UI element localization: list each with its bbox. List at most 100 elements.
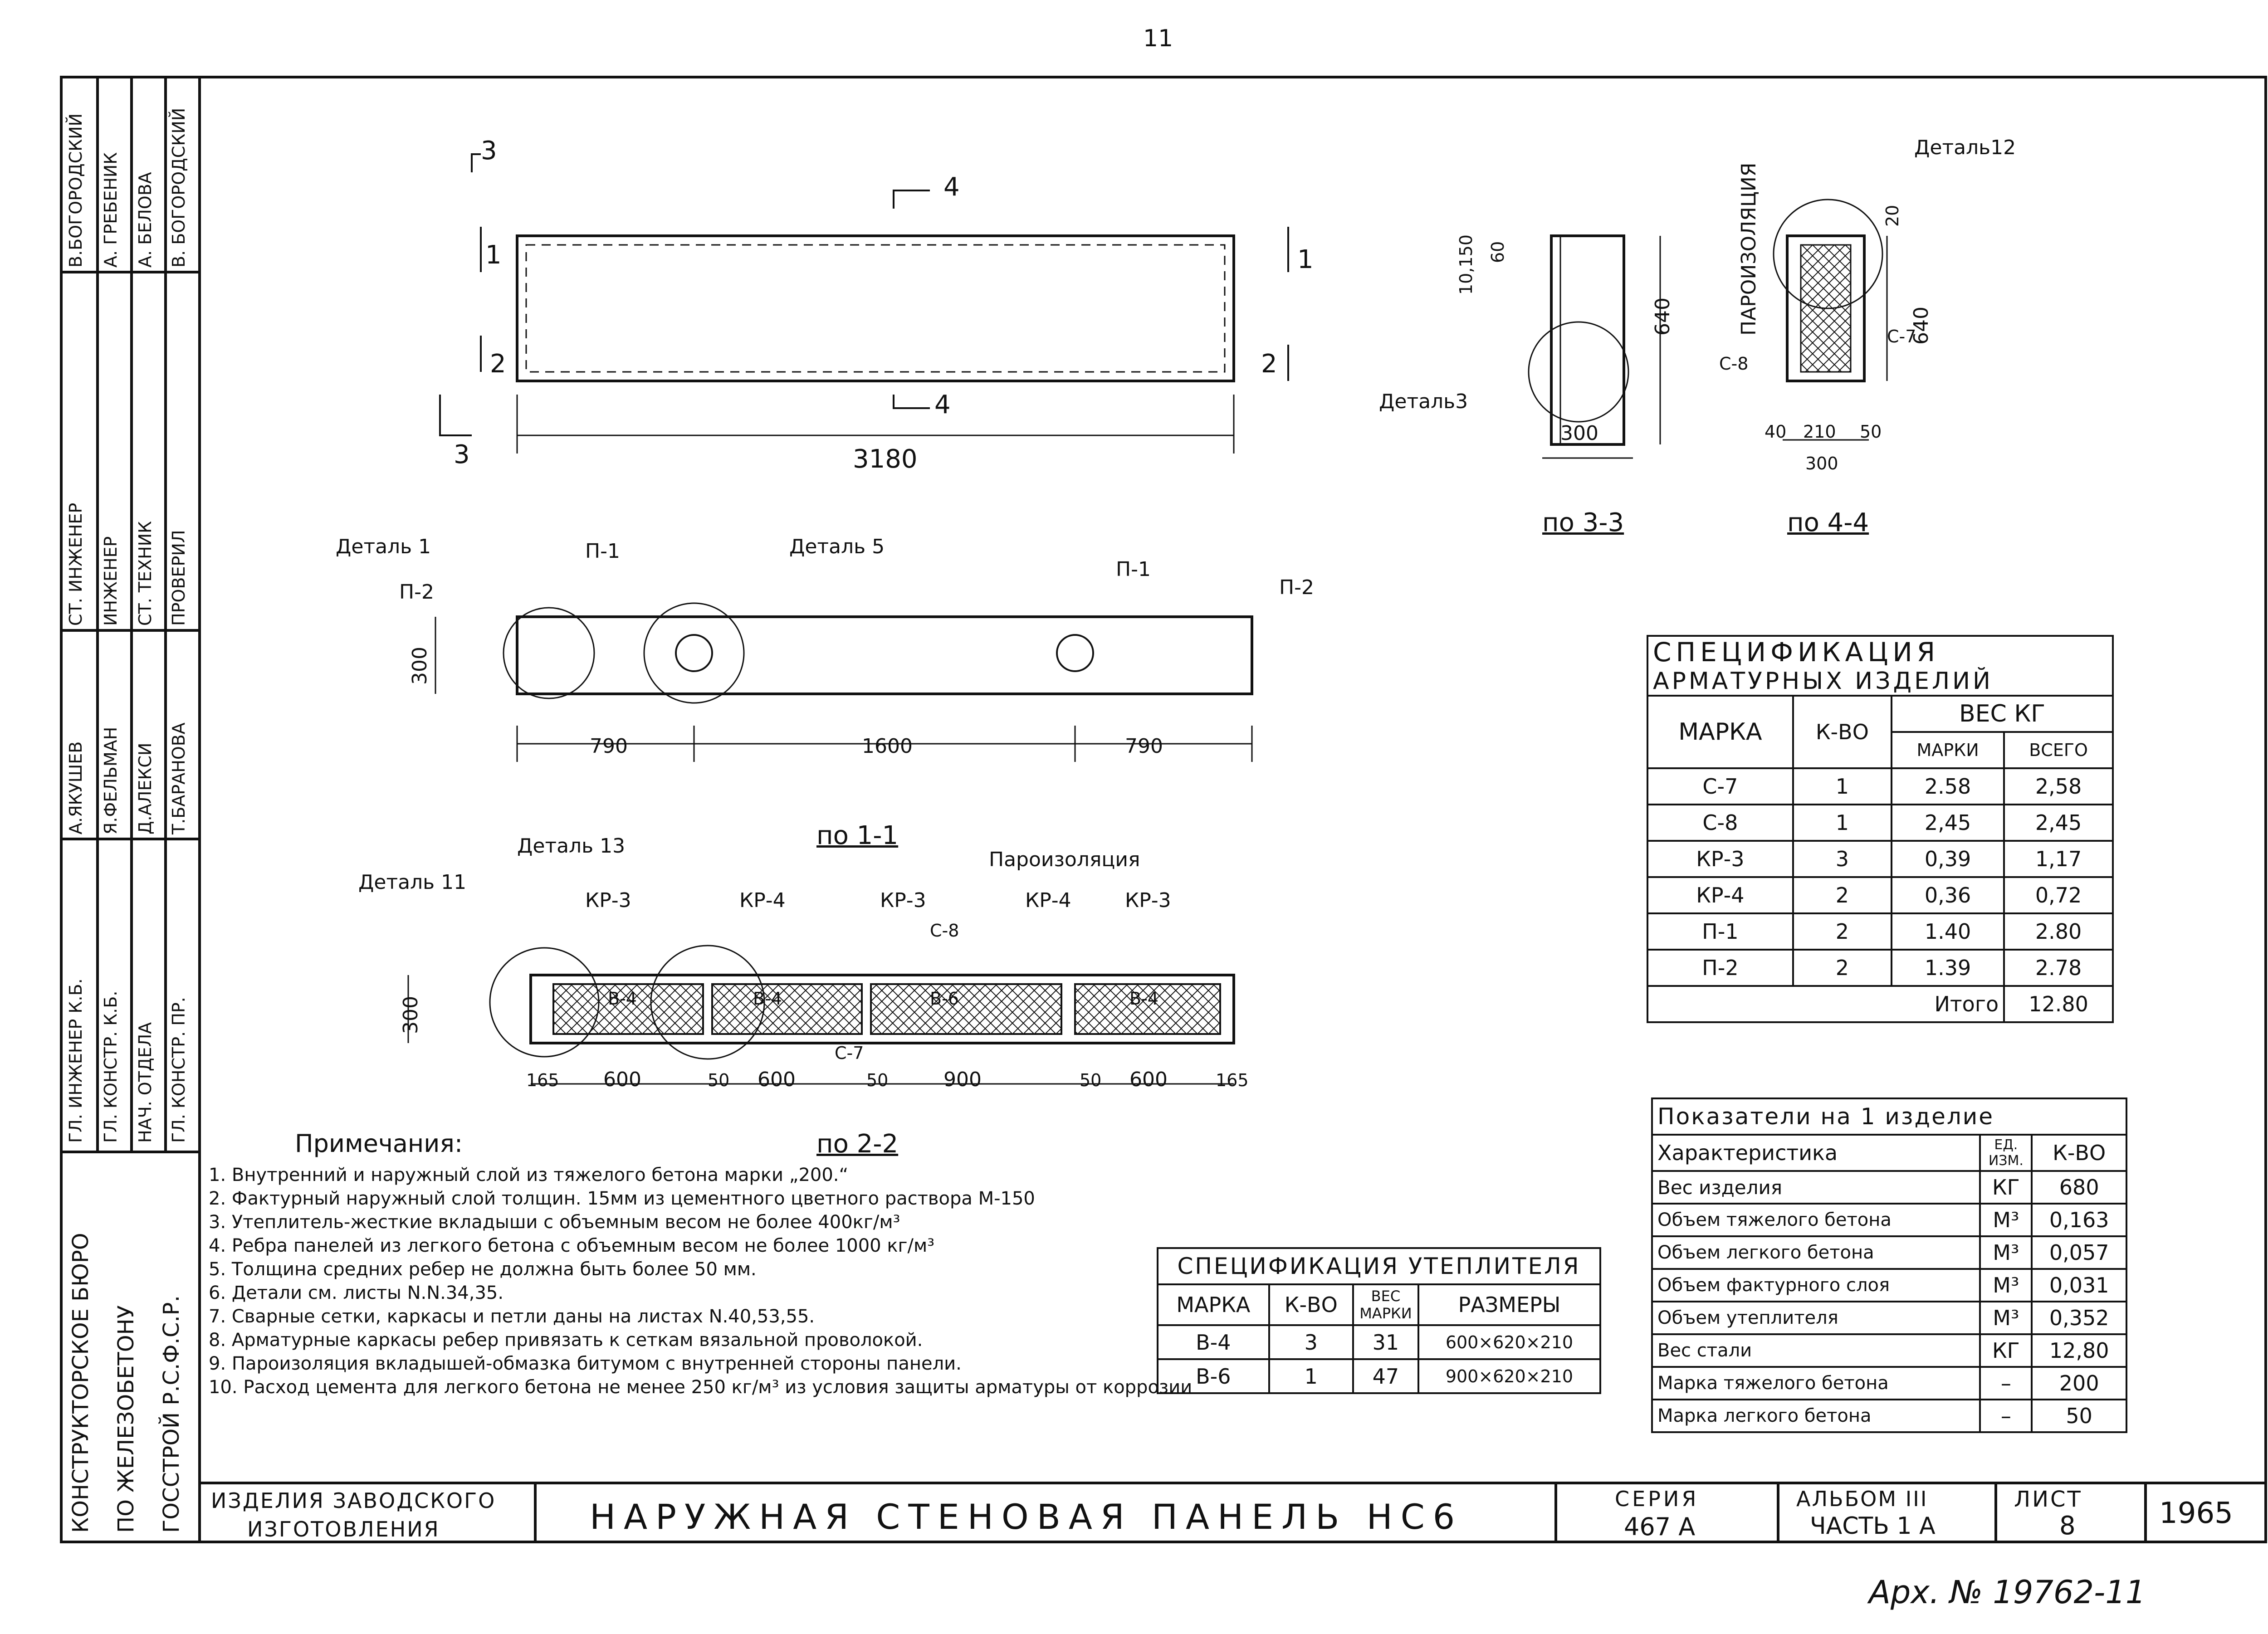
cell: 200 [2031, 1366, 2127, 1400]
cell: 31 [1352, 1324, 1419, 1360]
cut-3-top: 3 [481, 136, 497, 166]
kr3-label-2: КР-3 [880, 889, 926, 912]
sheet-value: 8 [2059, 1511, 2076, 1541]
cell: С-7 [1647, 767, 1794, 805]
kr3-label-3: КР-3 [1125, 889, 1171, 912]
note-10: 10. Расход цемента для легкого бетона не… [209, 1377, 1193, 1398]
cell: М³ [1979, 1301, 2033, 1335]
c7-label-44: С-7 [1887, 327, 1916, 346]
album-label: АЛЬБОМ III [1796, 1487, 1928, 1511]
dim-33-w: 300 [1560, 422, 1598, 445]
note-5: 5. Толщина средних ребер не должна быть … [209, 1259, 757, 1280]
detail-13-label: Деталь 13 [517, 834, 626, 858]
name-right-3: А. БЕЛОВА [135, 172, 155, 268]
spec-insulation-header-mark: МАРКА [1157, 1283, 1270, 1326]
cell: Объем утеплителя [1651, 1301, 1981, 1335]
dim-790-left: 790 [590, 735, 628, 758]
b4-label-3: В-4 [1129, 989, 1158, 1009]
cell: 0,39 [1891, 840, 2005, 878]
detail-1-label: Деталь 1 [336, 535, 431, 558]
cell: – [1979, 1366, 2033, 1400]
spec-insulation-table: СПЕЦИФИКАЦИЯ УТЕПЛИТЕЛЯ МАРКА К-ВО ВЕС М… [1157, 1247, 1602, 1394]
c7-label-22: С-7 [835, 1043, 864, 1063]
archive-number: Арх. № 19762-11 [1869, 1574, 2146, 1611]
cell: Марка легкого бетона [1651, 1399, 1981, 1433]
cell: 0,352 [2031, 1301, 2127, 1335]
cut-3-bottom: 3 [454, 440, 470, 469]
spec-insulation-header-size: РАЗМЕРЫ [1417, 1283, 1602, 1326]
dim-44-40: 40 [1765, 422, 1787, 442]
cell: 1 [1268, 1358, 1354, 1394]
dim-22-6: 900 [943, 1068, 982, 1091]
dim-22-9: 165 [1216, 1070, 1249, 1090]
spec-armature-header-weight: ВЕС КГ [1891, 695, 2114, 733]
spec-armature-header-qty: К-ВО [1792, 695, 1893, 769]
dim-790-right: 790 [1125, 735, 1163, 758]
note-9: 9. Пароизоляция вкладышей-обмазка битумо… [209, 1353, 962, 1374]
dim-33-60: 60 [1488, 241, 1508, 263]
detail-5-label: Деталь 5 [789, 535, 885, 558]
category-line-1: ИЗДЕЛИЯ ЗАВОДСКОГО [211, 1488, 496, 1513]
notes-list: 1. Внутренний и наружный слой из тяжелог… [209, 1163, 1551, 1399]
dim-44-h: 640 [1910, 307, 1933, 345]
note-1: 1. Внутренний и наружный слой из тяжелог… [209, 1165, 849, 1185]
cell: М³ [1979, 1268, 2033, 1302]
name-left-3: Д.АЛЕКСИ [135, 742, 155, 834]
cell: Вес изделия [1651, 1170, 1981, 1205]
p1-label-right: П-1 [1116, 558, 1151, 581]
cell: М³ [1979, 1203, 2033, 1237]
insulation-hatch [553, 984, 1220, 1034]
c8-label-22: С-8 [930, 921, 959, 941]
spec-armature-title-1: СПЕЦИФИКАЦИЯ [1647, 635, 2114, 668]
elevation-length: 3180 [853, 444, 918, 474]
section-4-4 [1773, 199, 1888, 441]
cell: 0,057 [2031, 1235, 2127, 1270]
section-33-caption: по 3-3 [1542, 508, 1624, 537]
cell: П-1 [1647, 912, 1794, 951]
cut-4-bottom: 4 [934, 390, 951, 419]
role-right-2: ИНЖЕНЕР [101, 536, 121, 626]
cell: В-4 [1157, 1324, 1270, 1360]
role-left-3: НАЧ. ОТДЕЛА [135, 1022, 155, 1143]
vapor-label-44: ПАРОИЗОЛЯЦИЯ [1737, 162, 1760, 336]
cell: 1.39 [1891, 949, 2005, 987]
dim-22-1: 165 [526, 1070, 559, 1090]
table-row: Марка тяжелого бетона–200 [1651, 1366, 2127, 1400]
cell: 600×620×210 [1417, 1324, 1602, 1360]
section-11-caption: по 1-1 [816, 821, 899, 850]
cell: 1 [1792, 804, 1893, 842]
note-3: 3. Утеплитель-жесткие вкладыши с объемны… [209, 1212, 900, 1233]
name-left-2: Я.ФЕЛЬМАН [101, 727, 121, 834]
cell: Вес стали [1651, 1333, 1981, 1368]
indicators-header-char: Характеристика [1651, 1134, 1981, 1172]
indicators-header-qty: К-ВО [2031, 1134, 2127, 1172]
dim-44-210: 210 [1803, 422, 1836, 442]
b6-label: В-6 [930, 989, 959, 1009]
spec-armature-title-2: АРМАТУРНЫХ ИЗДЕЛИЙ [1647, 668, 2114, 697]
indicators-title: Показатели на 1 изделие [1651, 1097, 2127, 1136]
detail-3-label: Деталь3 [1379, 390, 1468, 413]
category-line-2: ИЗГОТОВЛЕНИЯ [247, 1517, 440, 1541]
cell: 1,17 [2003, 840, 2114, 878]
product-title: НАРУЖНАЯ СТЕНОВАЯ ПАНЕЛЬ НС6 [590, 1497, 1463, 1537]
cell: 0,36 [1891, 876, 2005, 914]
cell: КГ [1979, 1170, 2033, 1205]
spec-armature-table: СПЕЦИФИКАЦИЯ АРМАТУРНЫХ ИЗДЕЛИЙ МАРКА К-… [1646, 635, 2114, 1023]
dim-22-2: 600 [603, 1068, 641, 1091]
cell: 680 [2031, 1170, 2127, 1205]
page-number: 11 [1143, 25, 1173, 52]
dim-44-20: 20 [1882, 205, 1902, 227]
spec-insulation-header-qty: К-ВО [1268, 1283, 1354, 1326]
org-line-2: ПО ЖЕЛЕЗОБЕТОНУ [113, 1305, 139, 1533]
section-3-3 [1528, 234, 1661, 459]
cell: Марка тяжелого бетона [1651, 1366, 1981, 1400]
